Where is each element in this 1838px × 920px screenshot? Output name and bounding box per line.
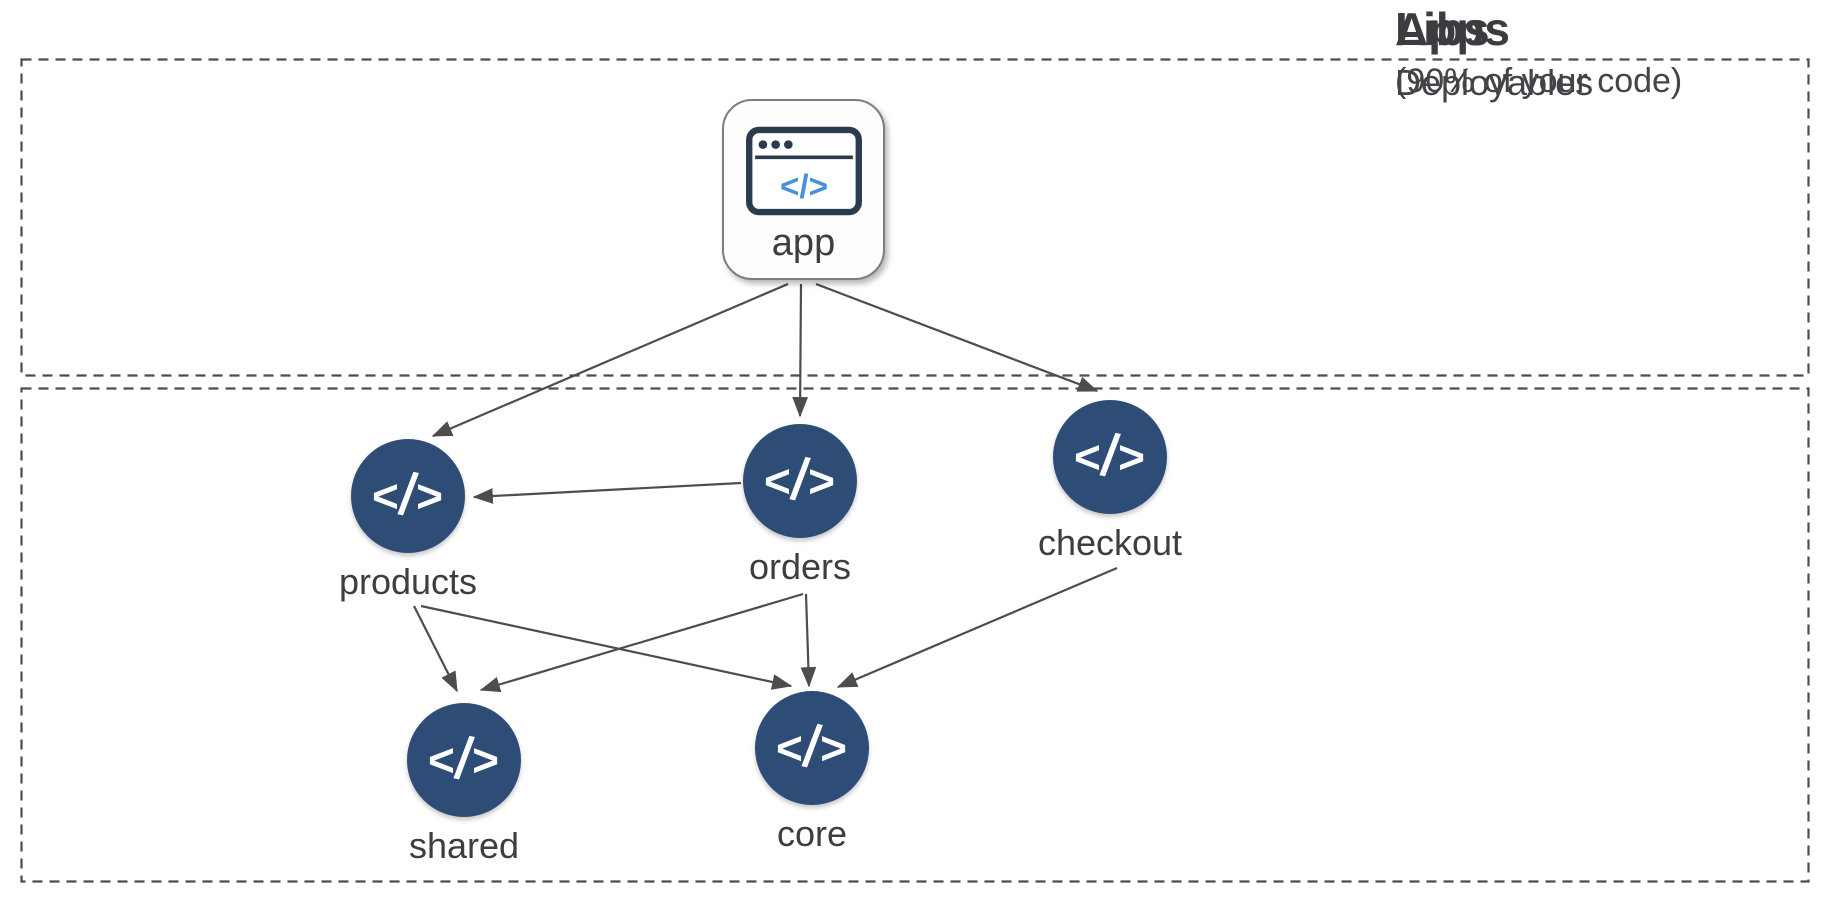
edge-app-orders (792, 283, 809, 418)
edge-products-shared (413, 605, 458, 693)
code-icon: </> (743, 424, 857, 538)
libs-title: Libs (1395, 3, 1490, 55)
code-icon: </> (351, 439, 465, 553)
browser-window-icon: </> (745, 126, 862, 216)
code-text: </> (779, 168, 827, 205)
edge-orders-products (472, 481, 742, 504)
edge-products-core (420, 604, 793, 690)
node-checkout: </> checkout (1030, 400, 1190, 564)
node-shared-label: shared (408, 825, 520, 866)
edge-app-checkout (815, 282, 1099, 393)
node-products-label: products (338, 561, 478, 602)
node-core-label: core (776, 813, 848, 854)
libs-section-border (20, 387, 1810, 883)
edge-app-products (431, 282, 789, 438)
code-icon: </> (755, 691, 869, 805)
edge-orders-shared (479, 592, 804, 693)
node-shared: </> shared (384, 703, 544, 867)
node-orders: </> orders (720, 424, 880, 588)
code-icon: </> (407, 703, 521, 817)
code-glyph: </> (775, 713, 849, 782)
edge-checkout-core (836, 566, 1118, 689)
node-checkout-label: checkout (1037, 522, 1183, 563)
apps-section-label: Apps Deployables (1395, 0, 1593, 105)
node-app-label: app (771, 222, 836, 264)
node-core: </> core (732, 691, 892, 855)
code-glyph: </> (763, 446, 837, 515)
edge-orders-core (800, 593, 817, 688)
node-products: </> products (328, 439, 488, 603)
code-glyph: </> (371, 461, 445, 530)
node-app: </> app (722, 99, 885, 280)
libs-subtitle: (90% of your code) (1395, 61, 1683, 100)
code-glyph: </> (427, 725, 501, 794)
apps-section-border (20, 58, 1810, 377)
apps-title: Apps (1395, 3, 1510, 55)
code-icon: </> (1053, 400, 1167, 514)
apps-subtitle: Deployables (1395, 61, 1594, 103)
node-orders-label: orders (748, 546, 852, 587)
libs-section-label: Libs (90% of your code) (1395, 0, 1682, 102)
code-glyph: </> (1073, 422, 1147, 491)
